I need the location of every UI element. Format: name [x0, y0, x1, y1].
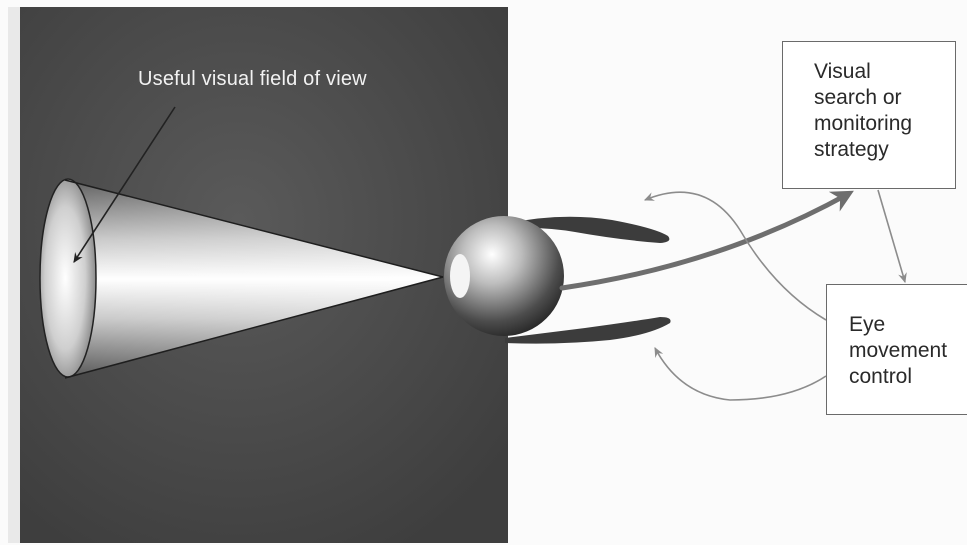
eye-movement-box-text: Eye movement control — [849, 312, 967, 390]
lower-movement-arrow — [655, 348, 826, 400]
strategy-to-control-arrow — [878, 190, 905, 282]
strategy-box-text: Visual search or monitoring strategy — [814, 59, 955, 163]
eye-icon — [444, 216, 564, 336]
fov-label: Useful visual field of view — [138, 68, 367, 91]
strategy-box: Visual search or monitoring strategy — [782, 41, 956, 189]
eye-movement-box: Eye movement control — [826, 284, 967, 415]
gaze-to-strategy-arrow — [562, 194, 848, 288]
panel-left-edge — [8, 7, 20, 543]
upper-movement-arrow — [645, 192, 826, 320]
